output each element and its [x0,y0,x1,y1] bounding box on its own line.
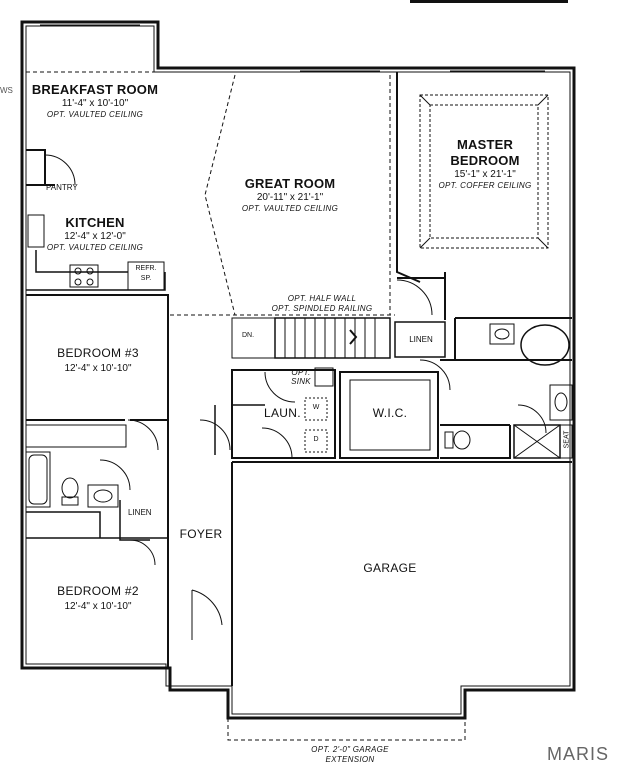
master-bedroom-name-line2: BEDROOM [450,153,520,168]
pantry-label: PANTRY [46,183,78,192]
garage-extension-line1: OPT. 2'-0" GARAGE [311,745,389,754]
dryer [304,429,328,453]
bedroom-2-dims: 12'-4" x 10'-10" [64,601,132,612]
coffer-outer [419,94,549,249]
bedroom-3-dims: 12'-4" x 10'-10" [64,363,132,374]
washer-label: W [312,404,320,411]
garden-tub [520,324,570,366]
shower-seat-label: SEAT [563,430,571,449]
garage-extension [227,718,466,741]
breakfast-room-dims: 11'-4" x 10'-10" [61,98,129,109]
bedroom-3-name: BEDROOM #3 [57,346,139,360]
master-bedroom-dims: 15'-1" x 21'-1" [454,169,516,180]
linen-closet-1-label: LINEN [409,335,433,344]
walk-in-closet-name: W.I.C. [372,406,408,420]
window [21,21,575,669]
vault-line [204,74,391,316]
breakfast-room-name: BREAKFAST ROOM [31,82,159,97]
opt-sink-line2: SINK [291,377,311,386]
bathtub [25,451,51,508]
laundry-name: LAUN. [264,406,301,420]
half-wall-note-line2: OPT. SPINDLED RAILING [271,304,373,313]
breakfast-room-note: OPT. VAULTED CEILING [46,110,144,119]
edge-text: WS [0,86,13,95]
range [69,264,99,288]
brand-watermark: MARIS [546,744,609,764]
dryer-label: D [313,436,319,443]
bedroom3-wall [26,294,169,421]
kitchen-sink [27,214,45,248]
pantry-wall [26,149,55,186]
laundry-sink [314,367,334,387]
master-bedroom-note: OPT. COFFER CEILING [438,181,532,190]
master-wall [396,72,572,320]
foyer-name: FOYER [179,527,223,541]
refr-space-line1: REFR. [135,265,157,272]
wic-wall [339,371,439,459]
garage-extension-line2: EXTENSION [325,755,375,764]
refrigerator-space [127,261,165,291]
opt-sink-line1: OPT. [291,368,311,377]
refr-space-line2: SP. [140,275,152,282]
garage-name: GARAGE [363,561,417,575]
master-bath-wall [440,318,572,459]
kitchen-name: KITCHEN [65,215,125,230]
great-room-name: GREAT ROOM [244,176,336,191]
coffer-inner [429,104,539,239]
bedroom-2-name: BEDROOM #2 [57,584,139,598]
laundry-wall [231,369,336,459]
washer [304,397,328,421]
linen-closet-2-label: LINEN [128,508,152,517]
kitchen-dims: 12'-4" x 12'-0" [64,231,126,242]
stairs-down-label: DN. [242,332,255,339]
bath-vanity [87,484,119,508]
kitchen-note: OPT. VAULTED CEILING [46,243,144,252]
great-room-dims: 20'-11" x 21'-1" [256,192,324,203]
toilet [61,477,79,499]
great-room-note: OPT. VAULTED CEILING [241,204,339,213]
master-bedroom-name-line1: MASTER [456,137,514,152]
stairs [274,317,391,359]
half-wall-note-line1: OPT. HALF WALL [287,294,357,303]
top-edge-bar [410,0,568,3]
